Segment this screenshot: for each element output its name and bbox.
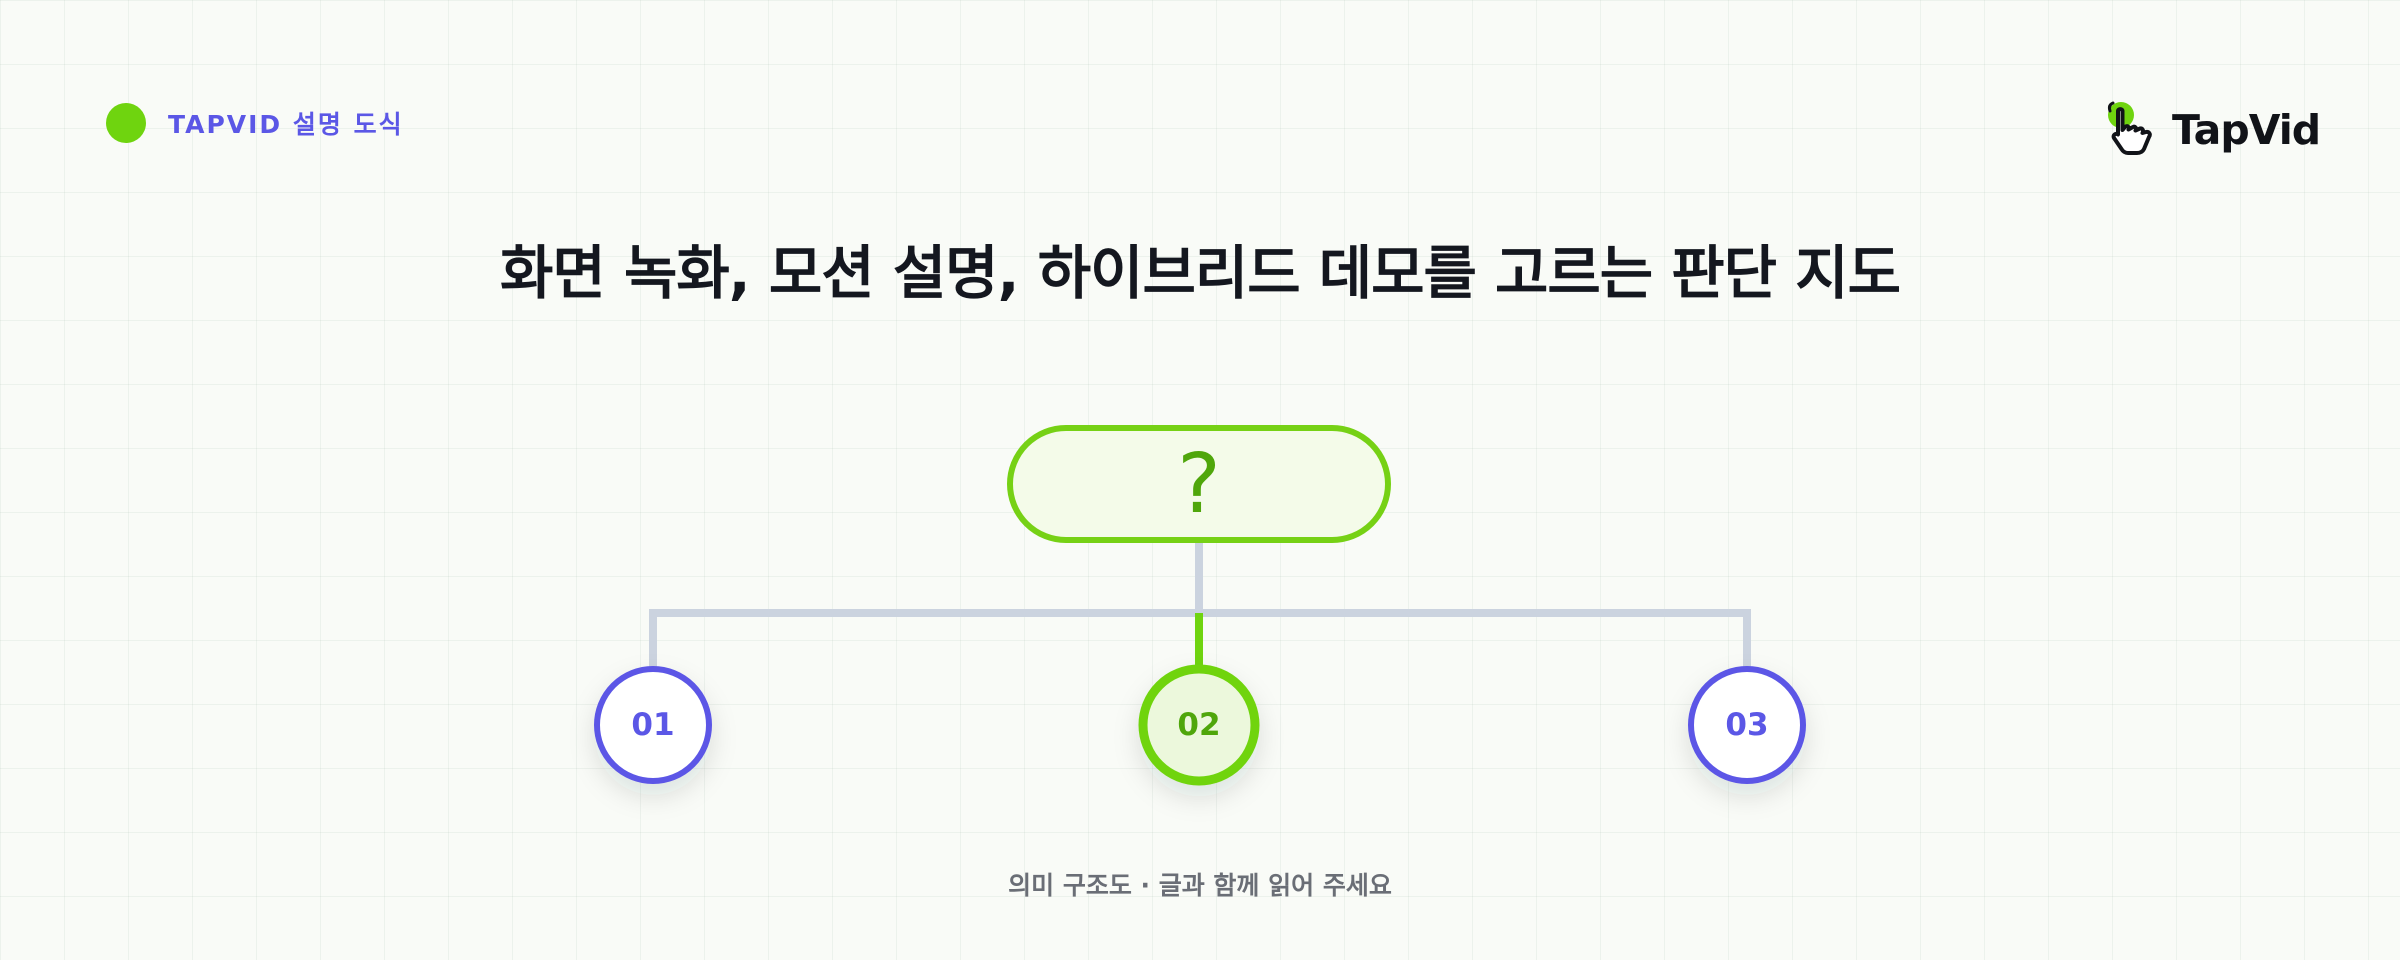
tapvid-logo: TapVid: [2104, 100, 2321, 160]
option-node-03: [1688, 666, 1806, 784]
diagram-caption: 의미 구조도 · 글과 함께 읽어 주세요: [1008, 871, 1392, 900]
badge-label: TAPVID 설명 도식: [168, 110, 404, 139]
pointing-hand-icon: [2107, 101, 2152, 155]
option-label-01: 01: [631, 707, 675, 743]
question-node-label: ?: [1177, 436, 1221, 532]
option-label-03: 03: [1725, 707, 1769, 743]
option-node-02: [1138, 664, 1260, 786]
badge-dot-icon: [106, 103, 146, 143]
header-badge: TAPVID 설명 도식: [106, 103, 404, 143]
logo-wordmark: TapVid: [2172, 106, 2321, 154]
option-label-02: 02: [1177, 707, 1221, 743]
option-node-01: [594, 666, 712, 784]
question-node: [1007, 425, 1391, 543]
page-title: 화면 녹화, 모션 설명, 하이브리드 데모를 고르는 판단 지도: [500, 239, 1901, 307]
